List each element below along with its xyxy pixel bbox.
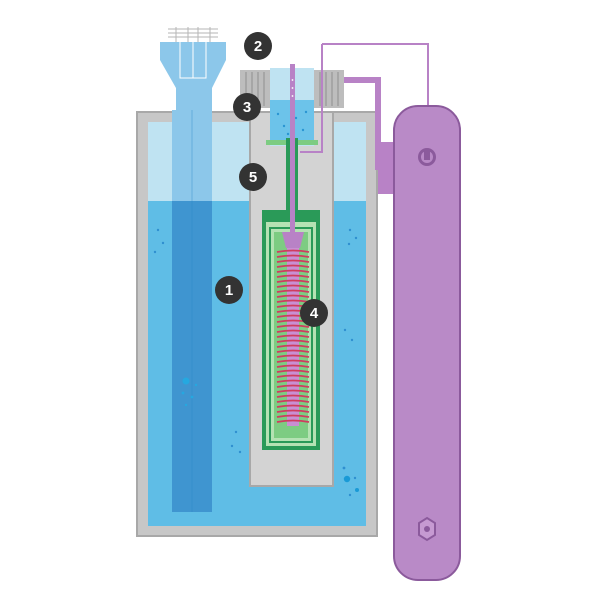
coil-turn	[276, 249, 310, 253]
valve-nut-icon	[418, 516, 436, 542]
coil-turn	[276, 414, 310, 418]
gas-line-inner	[300, 44, 323, 153]
callout-2-label: 2	[254, 38, 262, 55]
coil-turn	[276, 334, 310, 338]
callout-2: 2	[244, 32, 272, 60]
coil-turn	[276, 384, 310, 388]
coil-turn	[276, 289, 310, 293]
coil-turn	[276, 409, 310, 413]
coil-turn	[276, 329, 310, 333]
coil-turn	[276, 344, 310, 348]
bath-bubbles	[153, 228, 359, 497]
coil-turn	[276, 339, 310, 343]
gas-line-side	[344, 77, 381, 170]
cylinder-body	[393, 105, 461, 581]
coil-turn	[276, 404, 310, 408]
heating-coil	[276, 249, 310, 423]
coil-turn	[276, 374, 310, 378]
flange-bubbles	[276, 110, 308, 136]
tube-immersed	[172, 201, 212, 512]
coil-turn	[276, 394, 310, 398]
fill-tube	[160, 27, 226, 512]
funnel-grid	[168, 27, 218, 42]
callout-3: 3	[233, 93, 261, 121]
tube-bubbles	[181, 377, 198, 407]
callout-4-label: 4	[310, 305, 319, 322]
callout-3-label: 3	[243, 99, 251, 116]
coil-turn	[276, 284, 310, 288]
pressure-gauge-icon	[418, 148, 436, 166]
coil-turn	[276, 389, 310, 393]
coil-turn	[276, 254, 310, 258]
callout-1: 1	[215, 276, 243, 304]
coil-turn	[276, 364, 310, 368]
coil-turn	[276, 369, 310, 373]
coil-turn	[276, 359, 310, 363]
callout-5: 5	[239, 163, 267, 191]
coil-turn	[276, 419, 310, 423]
cylinder-connector	[378, 142, 396, 194]
coil-turn	[276, 259, 310, 263]
callout-5-label: 5	[249, 169, 257, 186]
feedthrough-rod	[290, 64, 295, 238]
flange-fins	[245, 72, 339, 106]
coil-turn	[276, 279, 310, 283]
heater-assembly	[276, 64, 310, 426]
coil-turn	[276, 324, 310, 328]
gas-line-top	[322, 43, 429, 108]
callout-4: 4	[300, 299, 328, 327]
rod-markers	[291, 79, 294, 97]
gas-cylinder	[300, 43, 461, 581]
coil-turn	[276, 294, 310, 298]
coil-turn	[276, 269, 310, 273]
coil-turn	[276, 379, 310, 383]
coil-turn	[276, 264, 310, 268]
heater-rod-head	[282, 232, 304, 248]
coil-turn	[276, 349, 310, 353]
coil-turn	[276, 354, 310, 358]
coil-turn	[276, 274, 310, 278]
coil-turn	[276, 399, 310, 403]
callout-1-label: 1	[225, 282, 233, 299]
